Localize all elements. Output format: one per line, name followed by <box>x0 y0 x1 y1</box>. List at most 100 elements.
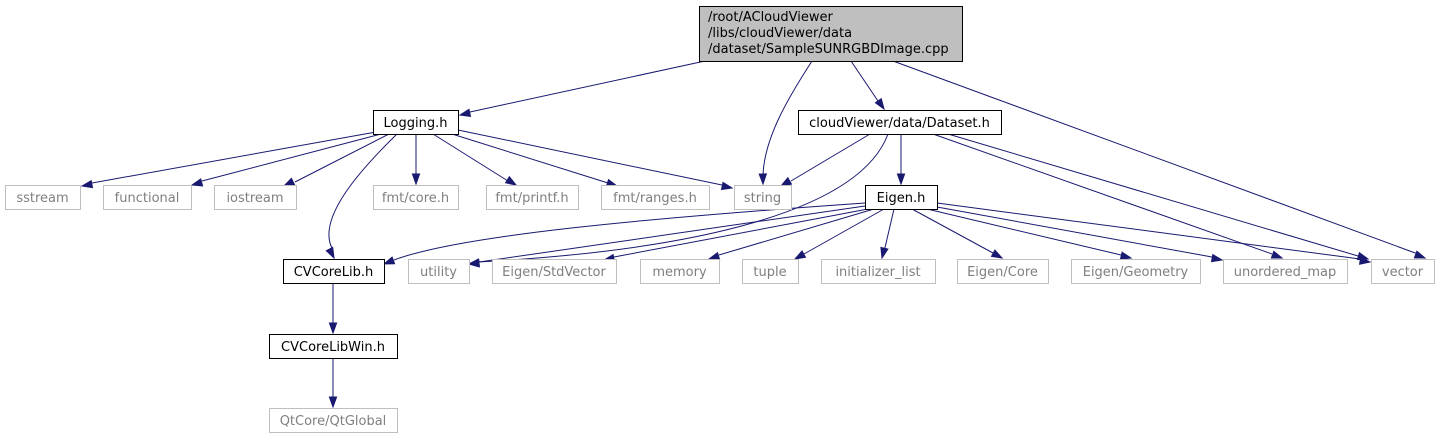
edge-logging-to-fmtprintf <box>432 133 518 186</box>
node-label: utility <box>420 265 457 280</box>
edge-arrowhead <box>874 97 885 111</box>
edge-logging-to-string <box>457 129 734 191</box>
edge-eigen-to-eigencore <box>911 208 1004 259</box>
edge-line <box>469 60 706 113</box>
edge-logging-to-iostream <box>282 133 390 187</box>
node-box <box>640 259 720 284</box>
edge-eigen-to-tuple <box>793 208 885 260</box>
node-label: fmt/printf.h <box>495 191 568 206</box>
edge-root-to-vector <box>892 60 1427 259</box>
edge-logging-to-sstream <box>80 131 377 189</box>
node-label: string <box>744 191 781 206</box>
edge-line <box>457 129 723 186</box>
node-label: tuple <box>753 265 786 280</box>
edge-eigen-to-eigengeom <box>926 208 1133 260</box>
edge-cvcorelib-to-cvcorelibwin <box>328 283 338 335</box>
node-label: QtCore/QtGlobal <box>280 414 387 429</box>
edge-line <box>478 205 866 263</box>
node-label: Eigen.h <box>877 191 926 206</box>
edge-arrowhead <box>467 258 480 267</box>
edge-arrowhead <box>779 176 793 187</box>
node-label: unordered_map <box>1234 265 1337 280</box>
nodes-layer: /root/ACloudViewer/libs/cloudViewer/data… <box>5 6 1435 433</box>
node-box <box>408 259 470 284</box>
edge-arrowhead <box>707 251 721 261</box>
node-box <box>373 110 459 135</box>
node-eigen[interactable]: Eigen.h <box>865 185 938 210</box>
node-string: string <box>734 185 792 210</box>
node-umap: unordered_map <box>1223 259 1348 284</box>
edge-dataset-to-eigen <box>896 134 906 186</box>
node-label: initializer_list <box>835 265 920 280</box>
node-label: /libs/cloudViewer/data <box>708 26 852 41</box>
edge-arrowhead <box>328 322 338 335</box>
edge-arrowhead <box>758 173 768 186</box>
node-box <box>1071 259 1201 284</box>
node-root[interactable]: /root/ACloudViewer/libs/cloudViewer/data… <box>699 6 963 62</box>
edge-line <box>926 208 1122 256</box>
node-box <box>699 6 963 62</box>
edge-line <box>613 208 869 258</box>
edge-cvcorelibwin-to-qtglobal <box>328 358 338 409</box>
edge-root-to-string <box>758 60 813 186</box>
edge-root-to-dataset <box>850 60 885 111</box>
edge-line <box>803 208 885 255</box>
node-label: cloudViewer/data/Dataset.h <box>809 116 990 131</box>
node-box <box>742 259 799 284</box>
node-label: /dataset/SampleSUNRGBDImage.cpp <box>708 42 949 57</box>
node-functional: functional <box>103 185 192 210</box>
node-box <box>492 259 617 284</box>
edge-line <box>892 60 1419 255</box>
edge-line <box>947 133 1359 257</box>
node-logging[interactable]: Logging.h <box>373 110 459 135</box>
node-label: Eigen/Core <box>967 265 1038 280</box>
node-label: memory <box>652 265 707 280</box>
node-box <box>798 110 1002 135</box>
node-stdvector: Eigen/StdVector <box>492 259 617 284</box>
node-box <box>214 185 297 210</box>
node-box <box>486 185 579 210</box>
node-box <box>5 185 81 210</box>
edge-arrowhead <box>282 177 296 187</box>
edge-eigen-to-utility <box>467 205 866 267</box>
edge-logging-to-functional <box>190 133 382 187</box>
node-box <box>865 185 938 210</box>
edge-line <box>936 206 1213 258</box>
edge-eigen-to-vector <box>936 202 1372 265</box>
node-label: Logging.h <box>384 116 448 131</box>
node-label: Eigen/StdVector <box>502 265 606 280</box>
edge-line <box>932 133 1273 255</box>
edge-line <box>432 133 509 182</box>
edge-arrowhead <box>190 178 204 187</box>
edge-arrowhead <box>328 396 338 409</box>
edge-arrowhead <box>1210 253 1224 263</box>
node-label: fmt/core.h <box>382 191 449 206</box>
edge-arrowhead <box>411 173 421 186</box>
edge-line <box>883 208 895 253</box>
node-eigencore: Eigen/Core <box>957 259 1049 284</box>
node-label: Eigen/Geometry <box>1083 265 1189 280</box>
edge-line <box>393 202 866 261</box>
node-qtglobal: QtCore/QtGlobal <box>269 408 398 433</box>
node-cvcorelib[interactable]: CVCoreLib.h <box>283 259 385 284</box>
node-box <box>957 259 1049 284</box>
edge-arrowhead <box>1413 250 1427 259</box>
node-fmtprintf: fmt/printf.h <box>486 185 579 210</box>
edge-line <box>850 60 881 105</box>
edge-line <box>201 133 382 182</box>
node-utility: utility <box>408 259 470 284</box>
edge-eigen-to-initlist <box>880 208 895 260</box>
edge-arrowhead <box>793 250 807 260</box>
edge-dataset-to-string <box>779 133 871 187</box>
edge-arrowhead <box>458 108 472 117</box>
edge-line <box>911 208 994 254</box>
node-memory: memory <box>640 259 720 284</box>
edge-arrowhead <box>880 246 889 260</box>
node-iostream: iostream <box>214 185 297 210</box>
edge-line <box>328 133 398 251</box>
node-dataset[interactable]: cloudViewer/data/Dataset.h <box>798 110 1002 135</box>
node-cvcorelibwin[interactable]: CVCoreLibWin.h <box>269 334 398 359</box>
node-box <box>269 334 398 359</box>
edge-line <box>790 133 871 182</box>
